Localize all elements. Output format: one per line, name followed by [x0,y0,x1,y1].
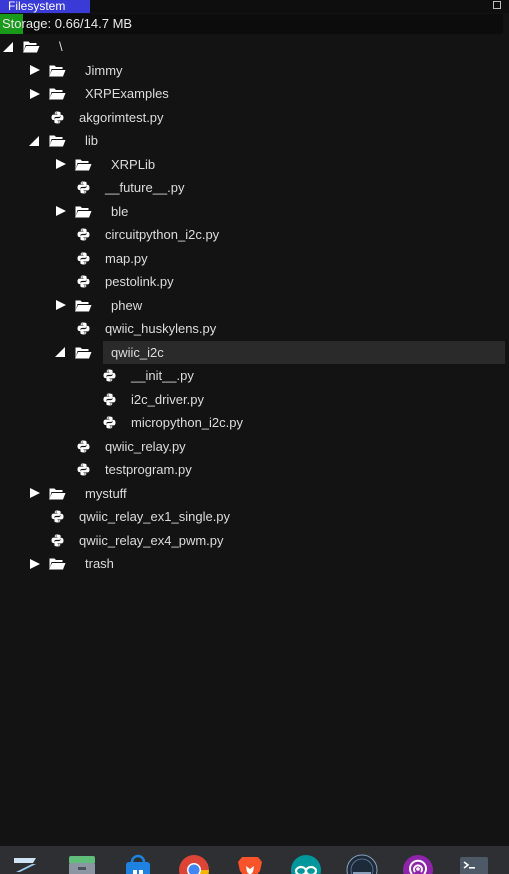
collapse-arrow-icon[interactable] [3,35,15,59]
tree-item-label: testprogram.py [105,462,192,477]
tree-item-label: i2c_driver.py [131,391,204,407]
arduino-icon[interactable] [290,854,322,874]
tree-item-label: __future__.py [105,180,185,195]
tree-file-row[interactable]: akgorimtest.py [0,106,505,130]
tree-folder-row[interactable]: phew [0,294,505,318]
tree-file-row[interactable]: __init__.py [0,364,505,388]
folder-icon [49,129,66,153]
tree-folder-row[interactable]: trash [0,552,505,576]
python-file-icon [77,223,90,247]
tree-folder-row[interactable]: \ [0,35,505,59]
python-file-icon [77,435,90,459]
tree-item-label: qwiic_relay_ex1_single.py [79,509,231,524]
tree-item-label: lib [85,133,99,148]
collapse-arrow-icon[interactable] [55,341,67,365]
expand-arrow-icon[interactable] [55,153,67,177]
storage-label: Storage: 0.66/14.7 MB [2,16,133,31]
folder-icon [75,341,92,365]
folder-icon [23,35,40,59]
python-file-icon [103,411,116,435]
tree-folder-row[interactable]: lib [0,129,505,153]
tree-item-label: qwiic_huskylens.py [105,321,217,336]
tree-file-row[interactable]: micropython_i2c.py [0,411,505,435]
window-title[interactable]: Filesystem [0,0,90,13]
tree-item-label: Jimmy [85,62,123,78]
python-file-icon [77,270,90,294]
tree-folder-row[interactable]: qwiic_i2c [0,340,505,365]
tree-file-row[interactable]: circuitpython_i2c.py [0,223,505,247]
terminal-icon[interactable] [458,854,490,874]
tree-item-label: ble [111,203,129,219]
taskbar [0,846,509,874]
folder-icon [49,82,66,106]
python-file-icon [77,176,90,200]
maximize-icon[interactable] [493,1,501,9]
orion-icon[interactable] [346,854,378,874]
expand-arrow-icon[interactable] [55,294,67,318]
tree-file-row[interactable]: pestolink.py [0,270,505,294]
tree-item-label: mystuff [85,485,127,501]
tree-file-row[interactable]: qwiic_relay_ex4_pwm.py [0,529,505,553]
tree-item-label: qwiic_i2c [111,344,164,360]
storage-bar: Storage: 0.66/14.7 MB [0,14,503,34]
tree-item-label: circuitpython_i2c.py [105,227,220,242]
tree-folder-row[interactable]: mystuff [0,482,505,506]
tree-file-row[interactable]: map.py [0,247,505,271]
brave-icon[interactable] [234,854,266,874]
folder-icon [75,200,92,224]
folder-icon [49,552,66,576]
collapse-arrow-icon[interactable] [29,129,41,153]
python-file-icon [51,529,64,553]
expand-arrow-icon[interactable] [29,59,41,83]
folder-icon [49,59,66,83]
tree-item-label: XRPExamples [85,86,169,101]
expand-arrow-icon[interactable] [29,482,41,506]
tree-item-label: qwiic_relay_ex4_pwm.py [79,532,224,548]
tree-item-label: map.py [105,250,148,266]
zorin-menu-icon[interactable] [10,854,42,874]
expand-arrow-icon[interactable] [55,200,67,224]
folder-icon [75,153,92,177]
tree-folder-row[interactable]: XRPExamples [0,82,505,106]
podcast-icon[interactable] [402,854,434,874]
tree-item-label: trash [85,556,114,571]
python-file-icon [77,458,90,482]
tree-item-label: XRPLib [111,156,156,172]
tree-item-label: __init__.py [131,368,194,383]
tree-folder-row[interactable]: ble [0,200,505,224]
python-file-icon [103,364,116,388]
expand-arrow-icon[interactable] [29,552,41,576]
folder-icon [49,482,66,506]
python-file-icon [77,247,90,271]
tree-item-label: qwiic_relay.py [105,438,186,454]
tree-file-row[interactable]: testprogram.py [0,458,505,482]
expand-arrow-icon[interactable] [29,82,41,106]
tree-folder-row[interactable]: Jimmy [0,59,505,83]
tree-file-row[interactable]: __future__.py [0,176,505,200]
software-store-icon[interactable] [122,854,154,874]
tree-item-label: phew [111,297,143,313]
tree-item-label: micropython_i2c.py [131,415,243,430]
python-file-icon [77,317,90,341]
folder-icon [75,294,92,318]
chrome-icon[interactable] [178,854,210,874]
python-file-icon [51,505,64,529]
python-file-icon [51,106,64,130]
files-icon[interactable] [66,854,98,874]
tree-folder-row[interactable]: XRPLib [0,153,505,177]
tree-file-row[interactable]: i2c_driver.py [0,388,505,412]
tree-item-label: \ [59,39,63,54]
python-file-icon [103,388,116,412]
tree-item-label: akgorimtest.py [79,109,164,125]
tree-file-row[interactable]: qwiic_huskylens.py [0,317,505,341]
tree-file-row[interactable]: qwiic_relay.py [0,435,505,459]
selection-highlight [103,340,505,364]
tree-item-label: pestolink.py [105,274,174,289]
storage-usage-fill [0,14,23,34]
tree-file-row[interactable]: qwiic_relay_ex1_single.py [0,505,505,529]
title-bar: Filesystem [0,0,509,13]
